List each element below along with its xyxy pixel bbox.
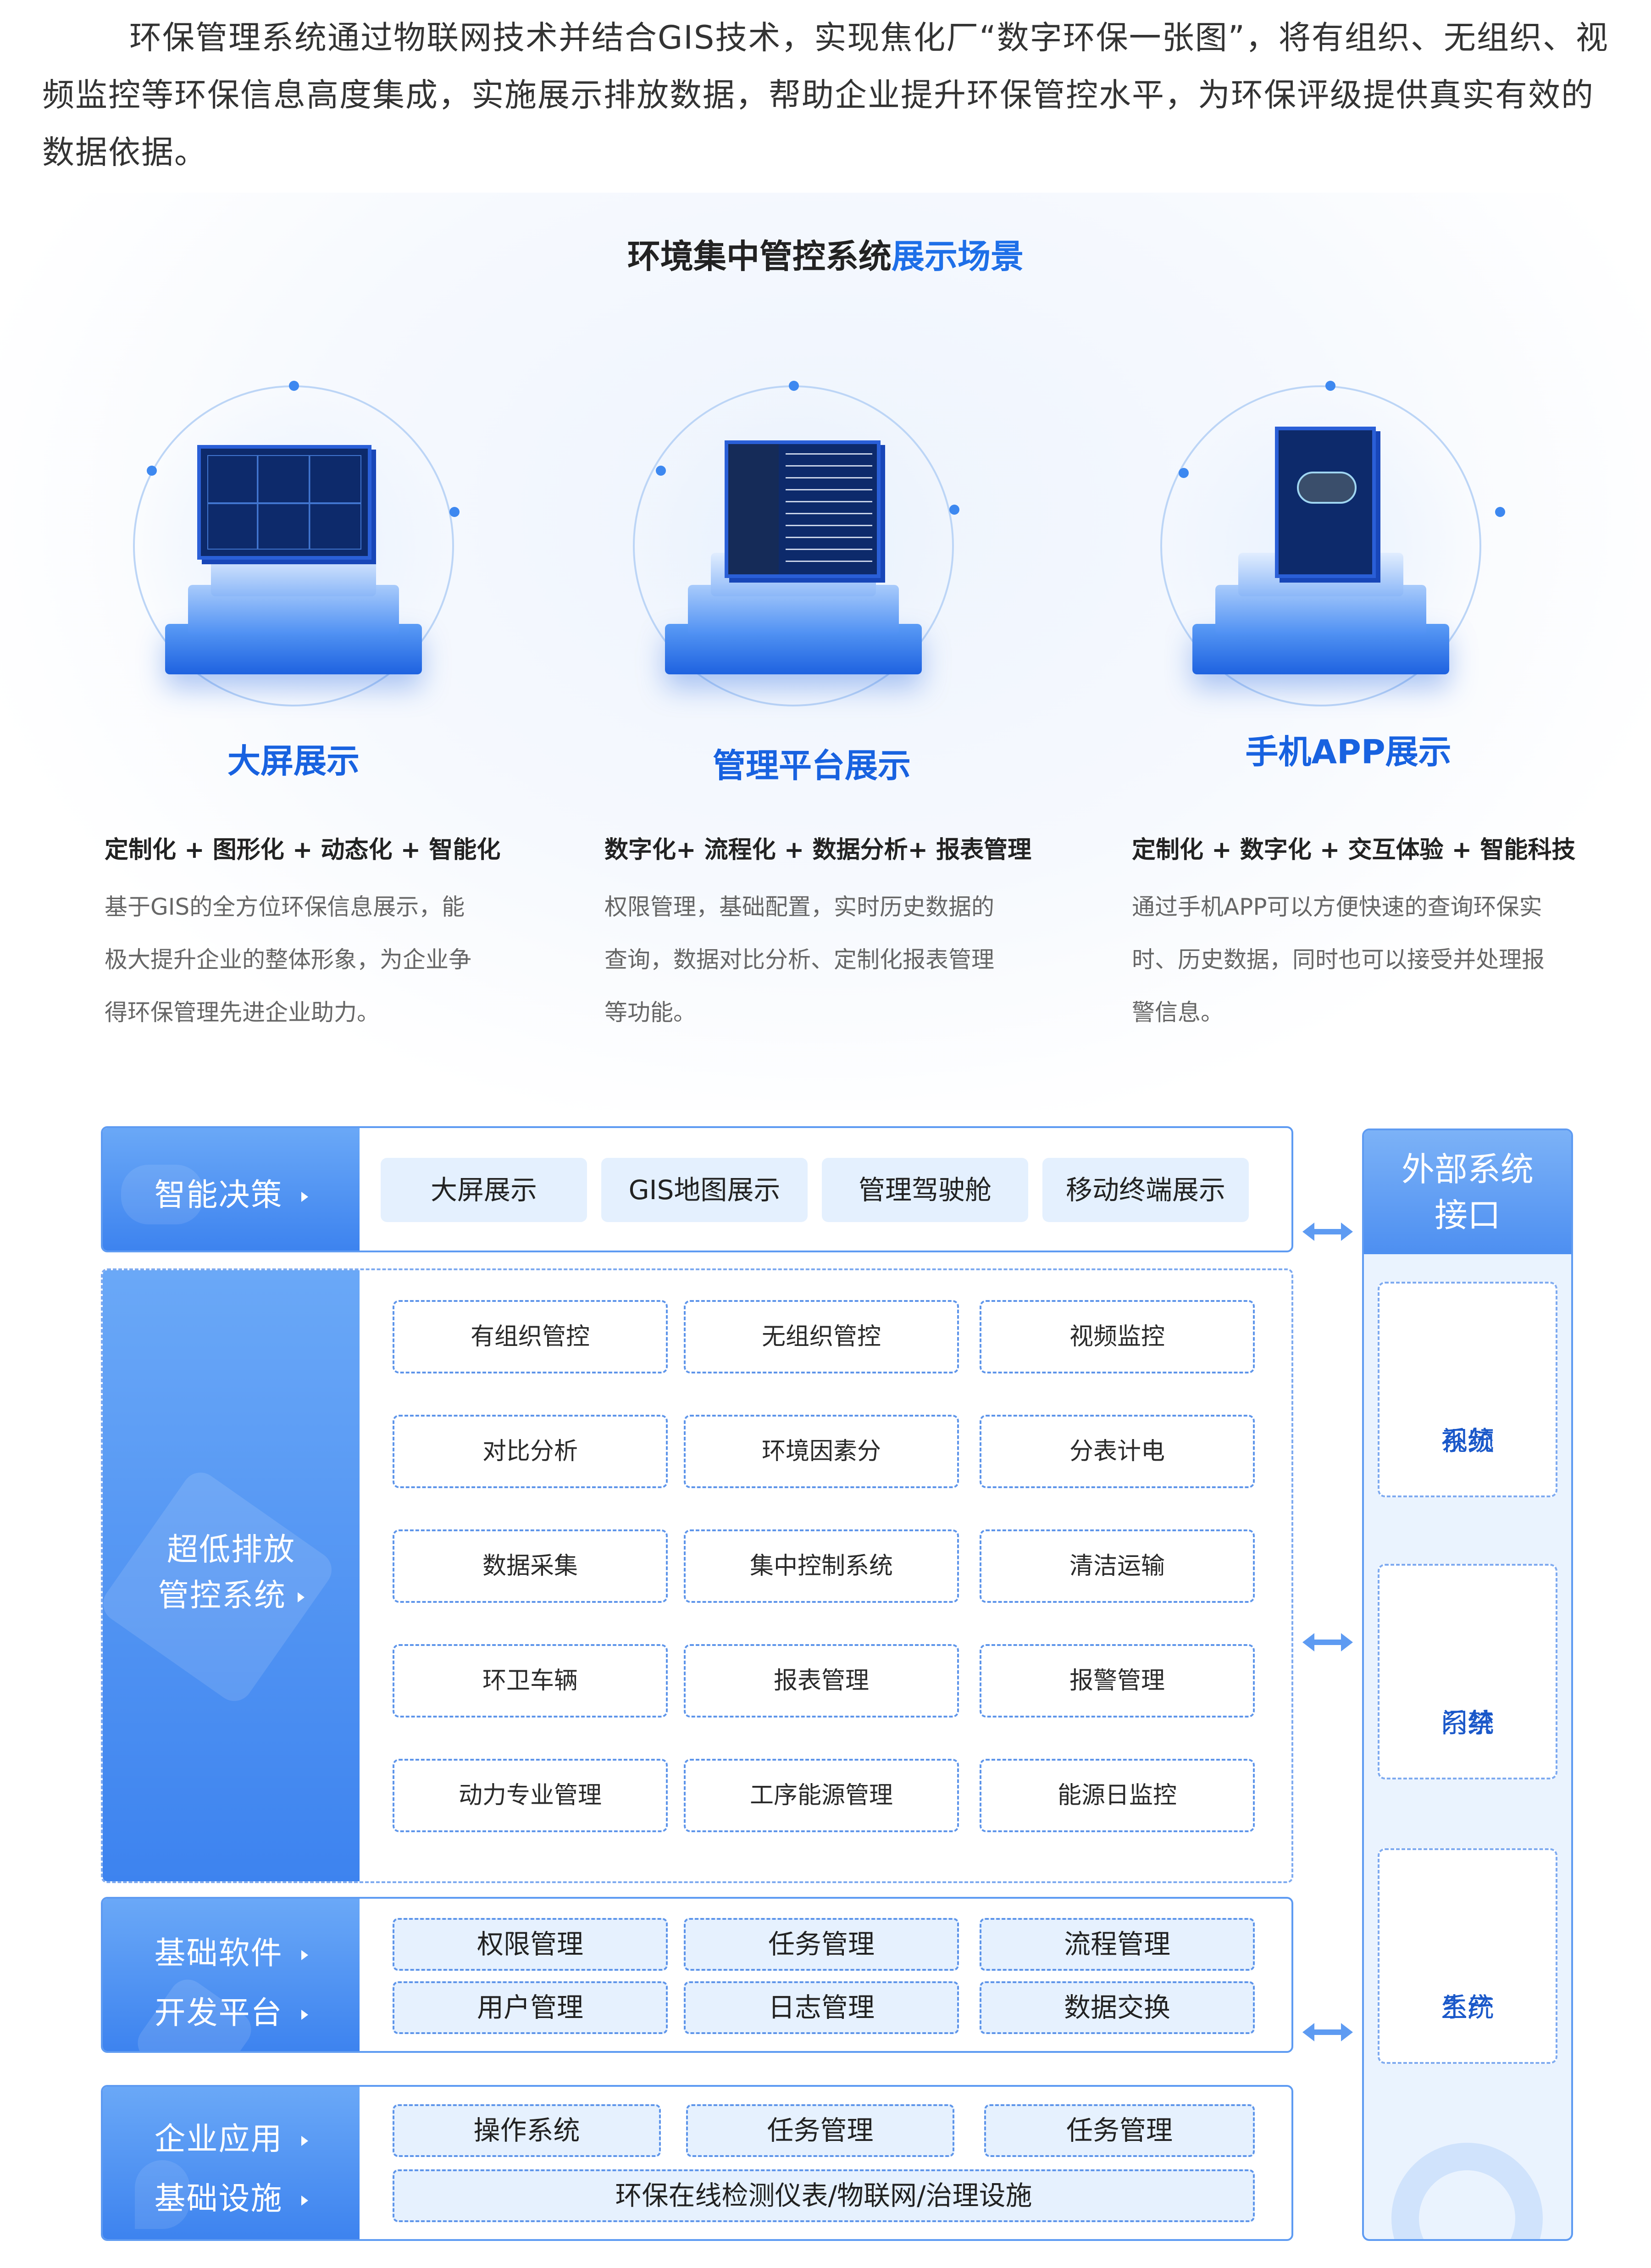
layer-enterprise-infra: 企业应用基础设施 操作系统 任务管理 任务管理 环保在线检测仪表/物联网/治理设… — [101, 2085, 1293, 2241]
layer-header: 超低排放管控系统 — [103, 1270, 360, 1881]
layer-header: 企业应用基础设施 — [103, 2087, 360, 2239]
base-item: 任务管理 — [684, 1918, 959, 1971]
layer-header: 智能决策 — [103, 1128, 360, 1251]
scene-tagline: 数字化+ 流程化 + 数据分析+ 报表管理 — [604, 836, 1032, 864]
module-cell: 动力专业管理 — [393, 1759, 668, 1832]
infra-item: 任务管理 — [686, 2104, 954, 2157]
infra-item: 任务管理 — [984, 2104, 1255, 2157]
decorative-ring — [1391, 2143, 1543, 2239]
layer-label: 智能决策 — [103, 1169, 360, 1215]
scene-name: 大屏展示 — [227, 742, 360, 780]
video-wall-image — [197, 445, 371, 560]
layer-base-software: 基础软件开发平台 权限管理 任务管理 流程管理 用户管理 日志管理 数据交换 — [101, 1897, 1293, 2053]
module-cell: 报表管理 — [684, 1644, 959, 1718]
module-cell: 视频监控 — [980, 1300, 1255, 1373]
scene-name: 管理平台展示 — [712, 746, 911, 785]
scene-name: 手机APP展示 — [1245, 733, 1452, 771]
decision-item: 移动终端展示 — [1042, 1158, 1249, 1222]
module-cell: 清洁运输 — [980, 1529, 1255, 1603]
module-cell: 集中控制系统 — [684, 1529, 959, 1603]
layer-ultra-low-emission: 超低排放管控系统 有组织管控无组织管控视频监控对比分析环境因素分分表计电数据采集… — [101, 1268, 1293, 1883]
layer-header: 基础软件开发平台 — [103, 1899, 360, 2051]
orbit-dot — [449, 507, 460, 517]
double-arrow-icon — [1302, 1633, 1353, 1651]
module-cell: 环境因素分 — [684, 1415, 959, 1488]
decision-item: 大屏展示 — [381, 1158, 587, 1222]
section-title-highlight: 展示场景 — [892, 237, 1024, 276]
external-item-production: 生产系统 — [1378, 1848, 1557, 2064]
triangle-right-icon — [301, 2136, 308, 2146]
base-item: 流程管理 — [980, 1918, 1255, 1971]
triangle-right-icon — [301, 1192, 308, 1202]
platform-top — [211, 553, 376, 596]
orbit-dot — [656, 466, 666, 476]
orbit-dot — [949, 505, 959, 515]
module-cell: 数据采集 — [393, 1529, 668, 1603]
infra-wide-item: 环保在线检测仪表/物联网/治理设施 — [393, 2169, 1255, 2222]
module-cell: 分表计电 — [980, 1415, 1255, 1488]
scene-description: 基于GIS的全方位环保信息展示，能极大提升企业的整体形象，为企业争得环保管理先进… — [105, 894, 471, 1026]
scene-management-platform: 管理平台展示 数字化+ 流程化 + 数据分析+ 报表管理 权限管理，基础配置，实… — [601, 376, 1059, 1041]
base-item: 用户管理 — [393, 1981, 668, 2034]
module-cell: 环卫车辆 — [393, 1644, 668, 1718]
layer-label: 企业应用基础设施 — [103, 2110, 360, 2229]
module-cell: 报警管理 — [980, 1644, 1255, 1718]
triangle-right-icon — [298, 1592, 305, 1603]
double-arrow-icon — [1302, 1223, 1353, 1241]
external-item-access: 门禁系统 — [1378, 1564, 1557, 1779]
external-item-video: 视频系统 — [1378, 1282, 1557, 1497]
scene-description: 权限管理，基础配置，实时历史数据的查询，数据对比分析、定制化报表管理等功能。 — [604, 894, 994, 1026]
mobile-app-image — [1275, 427, 1376, 578]
admin-panel-image — [725, 440, 881, 578]
layer-label: 基础软件开发平台 — [103, 1924, 360, 2043]
module-cell: 有组织管控 — [393, 1300, 668, 1373]
section-title: 环境集中管控系统展示场景 — [0, 229, 1651, 278]
orbit-dot — [289, 381, 299, 391]
scene-tagline: 定制化 + 数字化 + 交互体验 + 智能科技 — [1132, 836, 1576, 864]
scene-tagline: 定制化 + 图形化 + 动态化 + 智能化 — [105, 836, 501, 864]
layer-label: 超低排放管控系统 — [103, 1527, 360, 1619]
module-cell: 无组织管控 — [684, 1300, 959, 1373]
orbit-dot — [1495, 507, 1505, 517]
base-item: 数据交换 — [980, 1981, 1255, 2034]
module-cell: 能源日监控 — [980, 1759, 1255, 1832]
module-cell: 工序能源管理 — [684, 1759, 959, 1832]
layer-intelligent-decision: 智能决策 大屏展示 GIS地图展示 管理驾驶舱 移动终端展示 — [101, 1126, 1293, 1252]
base-item: 日志管理 — [684, 1981, 959, 2034]
intro-paragraph: 环保管理系统通过物联网技术并结合GIS技术，实现焦化厂“数字环保一张图”，将有组… — [42, 19, 1609, 171]
external-title: 外部系统接口 — [1364, 1130, 1571, 1254]
double-arrow-icon — [1302, 2023, 1353, 2041]
triangle-right-icon — [301, 2196, 308, 2206]
base-item: 权限管理 — [393, 1918, 668, 1971]
triangle-right-icon — [301, 1950, 308, 1961]
decision-item: 管理驾驶舱 — [822, 1158, 1028, 1222]
section-title-main: 环境集中管控系统 — [627, 237, 892, 276]
orbit-dot — [789, 381, 799, 391]
infra-item: 操作系统 — [393, 2104, 661, 2157]
orbit-dot — [1179, 468, 1189, 478]
orbit-dot — [1325, 381, 1335, 391]
scene-mobile-app: 手机APP展示 定制化 + 数字化 + 交互体验 + 智能科技 通过手机APP可… — [1128, 376, 1587, 1041]
scene-description: 通过手机APP可以方便快速的查询环保实时、历史数据，同时也可以接受并处理报警信息… — [1132, 894, 1545, 1026]
decision-item: GIS地图展示 — [601, 1158, 808, 1222]
external-interface: 外部系统接口 视频系统 门禁系统 生产系统 — [1362, 1128, 1573, 2241]
triangle-right-icon — [301, 2010, 308, 2020]
module-cell: 对比分析 — [393, 1415, 668, 1488]
scene-large-screen: 大屏展示 定制化 + 图形化 + 动态化 + 智能化 基于GIS的全方位环保信息… — [101, 376, 560, 1041]
orbit-dot — [147, 466, 157, 476]
